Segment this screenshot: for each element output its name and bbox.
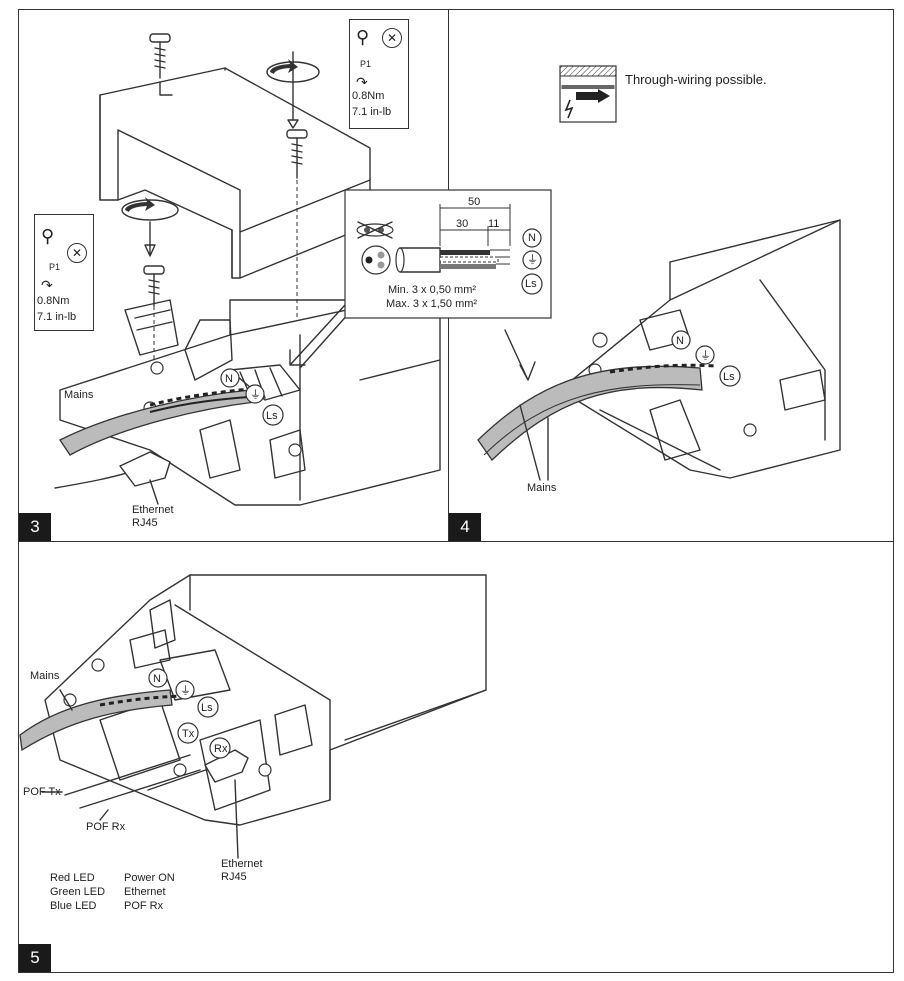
- mains-cable-5: [19, 689, 173, 752]
- min-cross-section: Min. 3 x 0,50 mm²: [388, 284, 477, 296]
- torque-inlb: 7.1 in-lb: [352, 106, 392, 118]
- led-name: Blue LED: [50, 900, 97, 912]
- tool-label: P1: [360, 59, 372, 69]
- svg-text:Ls: Ls: [266, 410, 278, 422]
- mains-label-3: Mains: [64, 389, 94, 401]
- svg-text:Tx: Tx: [182, 728, 195, 740]
- step-number-4: 4: [449, 513, 481, 541]
- svg-text:N: N: [153, 673, 161, 685]
- svg-text:Ls: Ls: [201, 702, 213, 714]
- svg-text:N: N: [676, 335, 684, 347]
- rotation-icon: [121, 197, 179, 257]
- rj45-label-5: RJ45: [221, 871, 247, 883]
- step-number-5: 5: [19, 944, 51, 972]
- torque-arrow-icon: ↷: [356, 74, 368, 90]
- terminal-ls: Ls: [525, 278, 537, 290]
- ethernet-label-3: Ethernet: [132, 504, 174, 516]
- screw-icon: [143, 265, 165, 307]
- wire-strip-detail: [344, 189, 552, 319]
- mains-label-5: Mains: [30, 670, 60, 682]
- max-cross-section: Max. 3 x 1,50 mm²: [386, 298, 478, 310]
- screw-icon: [149, 33, 171, 79]
- terminal-earth: ⏚: [527, 254, 538, 266]
- no-power-tool-icon: ✕: [382, 28, 402, 48]
- led-name: Green LED: [50, 886, 106, 898]
- step-number-3: 3: [19, 513, 51, 541]
- terminal-n: N: [528, 232, 536, 244]
- pof-rx-label: POF Rx: [86, 821, 126, 833]
- through-wiring-text: Through-wiring possible.: [625, 72, 767, 87]
- screwdriver-icon: ⚲: [356, 27, 370, 47]
- mains-label-4: Mains: [527, 482, 557, 494]
- tool-label: P1: [49, 262, 61, 272]
- dim-a: 30: [456, 218, 469, 230]
- svg-text:Rx: Rx: [214, 743, 228, 755]
- pof-tx-label: POF Tx: [23, 786, 61, 798]
- torque-inlb: 7.1 in-lb: [37, 311, 77, 323]
- torque-arrow-icon: ↷: [41, 277, 53, 293]
- dim-b: 11: [488, 218, 500, 230]
- through-wiring-icon: [559, 65, 617, 123]
- led-name: Red LED: [50, 872, 95, 884]
- led-meaning: POF Rx: [124, 900, 164, 912]
- no-power-tool-icon: ✕: [67, 243, 87, 263]
- tool-info-box-left: ⚲ ✕ P1 ↷ 0.8Nm 7.1 in-lb: [34, 214, 94, 331]
- svg-text:⏚: ⏚: [250, 388, 261, 401]
- ethernet-label-5: Ethernet: [221, 858, 263, 870]
- led-meaning: Power ON: [124, 872, 175, 884]
- tool-info-box-top: ⚲ ✕ P1 ↷ 0.8Nm 7.1 in-lb: [349, 19, 409, 129]
- screwdriver-icon: ⚲: [41, 226, 55, 246]
- svg-text:N: N: [225, 373, 233, 385]
- rj45-label-3: RJ45: [132, 517, 158, 529]
- torque-nm: 0.8Nm: [352, 90, 385, 102]
- screw-icon: [286, 129, 308, 179]
- led-meaning: Ethernet: [124, 886, 166, 898]
- dim-total: 50: [468, 196, 481, 208]
- svg-text:⏚: ⏚: [700, 349, 711, 362]
- torque-nm: 0.8Nm: [37, 295, 70, 307]
- cover-illustration: [99, 67, 371, 279]
- svg-text:⏚: ⏚: [180, 684, 191, 697]
- panel-5-frame: [18, 541, 894, 973]
- svg-text:Ls: Ls: [723, 371, 735, 383]
- rotation-icon: [266, 51, 320, 129]
